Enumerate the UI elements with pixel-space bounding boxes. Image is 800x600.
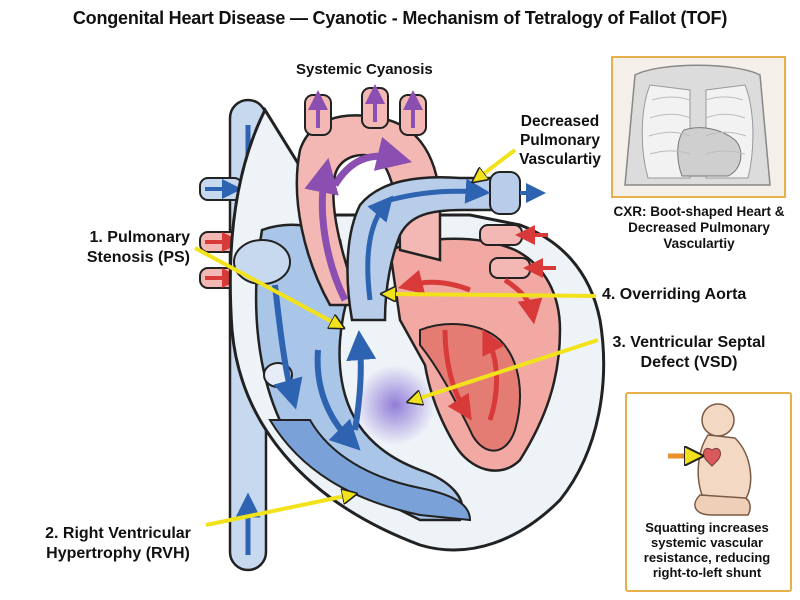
squat-caption-line1: Squatting increases [645, 520, 769, 535]
label-rvh: 2. Right Ventricular Hypertrophy (RVH) [28, 524, 208, 564]
cxr-caption: CXR: Boot-shaped Heart & Decreased Pulmo… [604, 204, 794, 252]
label-decreased-vasculature: Decreased Pulmonary Vasculartiy [510, 112, 610, 169]
squat-caption-line3: resistance, reducing [643, 550, 771, 565]
pointer-overriding-aorta [388, 294, 597, 296]
squat-caption-line4: right-to-left shunt [652, 565, 762, 580]
label-vsd: 3. Ventricular Septal Defect (VSD) [604, 333, 774, 373]
squatting-panel [625, 392, 792, 592]
label-ps-line2: Stenosis (PS) [86, 249, 190, 266]
vsd-shunt-glow [355, 365, 435, 445]
cxr-caption-line3: Vasculartiy [663, 236, 735, 251]
pointer-vsd [414, 338, 599, 400]
cxr-caption-line2: Decreased Pulmonary [628, 220, 770, 235]
pointer-arrows [194, 148, 599, 527]
child-legs [694, 494, 751, 516]
pointer-pulmonary-stenosis [194, 246, 338, 325]
squatting-caption: Squatting increases systemic vascular re… [627, 520, 787, 580]
label-vsd-line2: Defect (VSD) [640, 354, 738, 371]
cxr-illustration [611, 56, 786, 198]
pointer-rvh [205, 495, 350, 527]
label-decreased-line2: Pulmonary [519, 132, 601, 149]
right-atrium [233, 239, 291, 285]
label-vsd-line1: 3. Ventricular Septal [612, 334, 766, 351]
label-decreased-line3: Vasculartiy [519, 151, 601, 168]
label-systemic-cyanosis: Systemic Cyanosis [296, 61, 433, 78]
label-overriding-aorta: 4. Overriding Aorta [602, 286, 747, 303]
label-ps-line1: 1. Pulmonary [89, 229, 190, 246]
aorta [295, 84, 442, 307]
diagram-title: Congenital Heart Disease — Cyanotic - Me… [72, 8, 728, 28]
squat-caption-line2: systemic vascular [650, 535, 764, 550]
pulmonary-veins [479, 224, 556, 279]
right-ventricle-hypertrophy [268, 419, 472, 522]
label-pulmonary-stenosis: 1. Pulmonary Stenosis (PS) [50, 228, 190, 268]
squatting-child-illustration [668, 403, 752, 516]
child-heart [703, 447, 721, 467]
label-rvh-line1: 2. Right Ventricular [45, 525, 191, 542]
label-rvh-line2: Hypertrophy (RVH) [46, 545, 190, 562]
label-decreased-line1: Decreased [520, 113, 600, 130]
pointer-decreased-vasculature [478, 148, 517, 178]
cxr-caption-line1: CXR: Boot-shaped Heart & [613, 204, 785, 219]
